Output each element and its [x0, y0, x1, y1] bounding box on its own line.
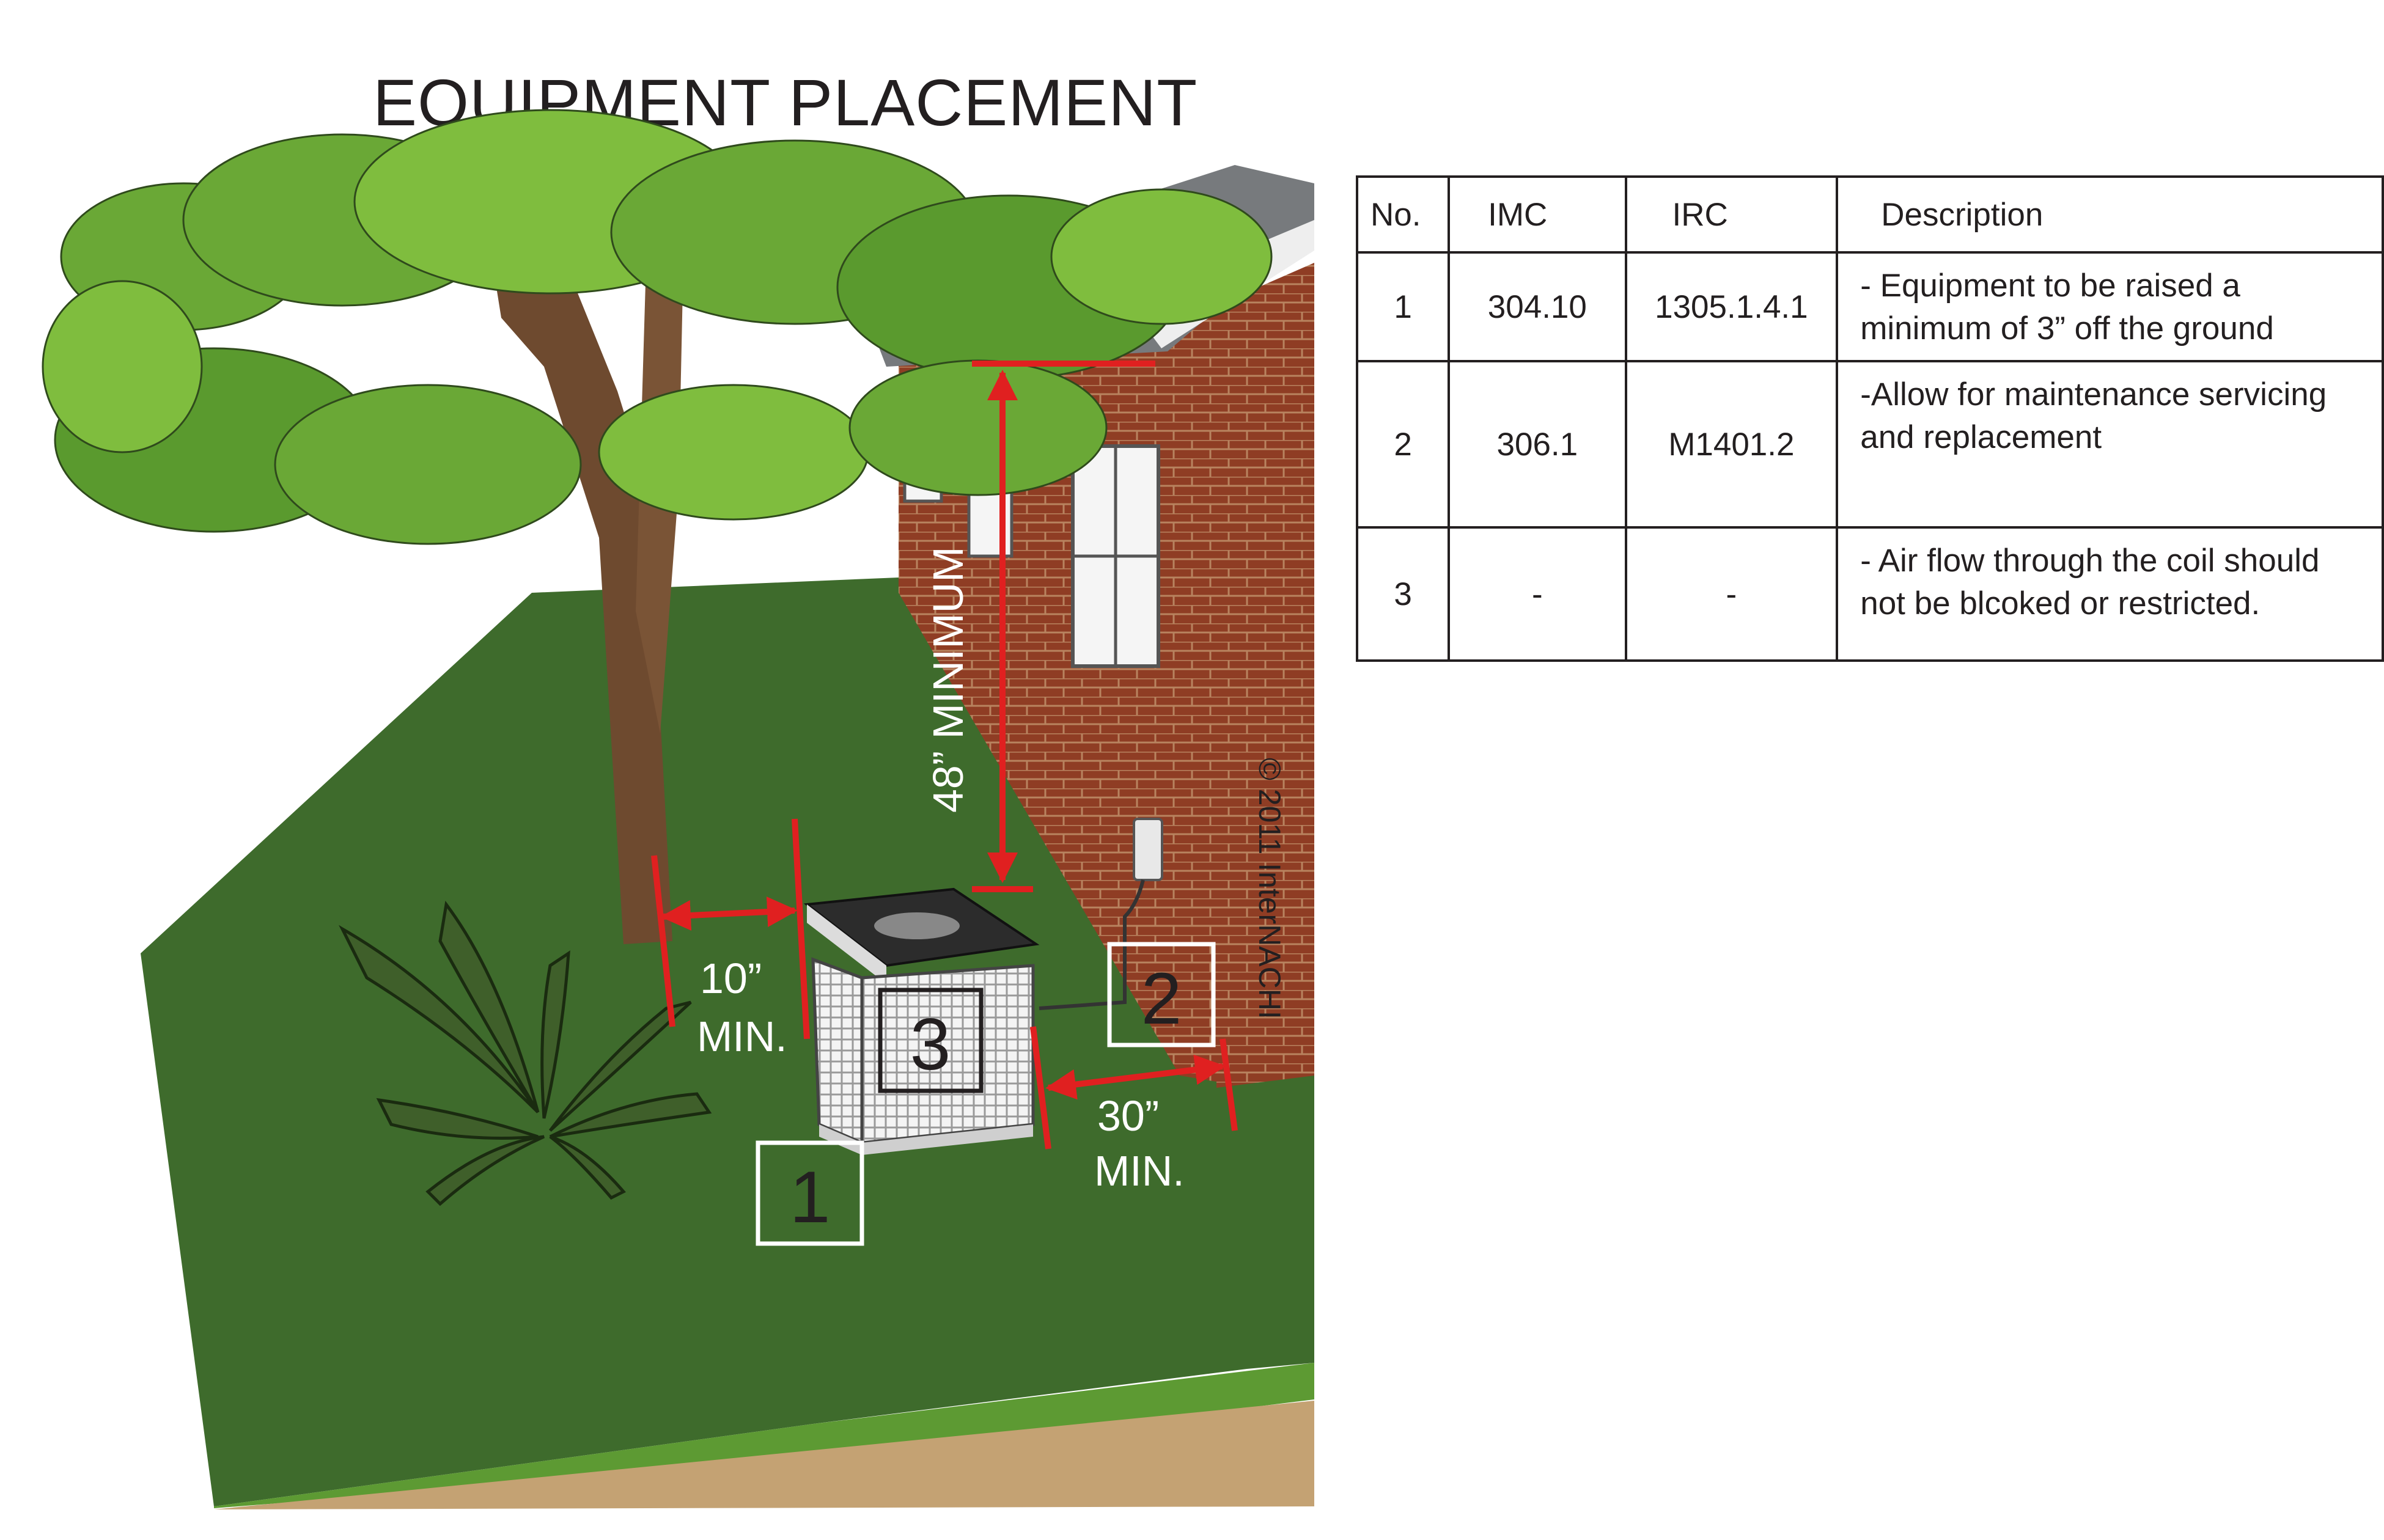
row-imc: -	[1448, 526, 1627, 662]
marker-1-label: 1	[790, 1156, 831, 1238]
dim-10-left-line	[651, 855, 675, 1027]
table-header-row: No. IMC IRC Description	[1355, 175, 2384, 254]
header-imc: IMC	[1448, 175, 1627, 254]
electrical-disconnect	[1039, 818, 1163, 1010]
table-row: 3 - - - Air flow through the coil should…	[1355, 526, 2384, 662]
dim-48-label: 48” MINIMUM	[924, 546, 972, 813]
row-no: 2	[1355, 360, 1451, 529]
dim-10-right-line	[792, 818, 810, 1040]
row-irc: 1305.1.4.1	[1624, 251, 1839, 362]
code-reference-table: No. IMC IRC Description 1 304.10 1305.1.…	[1355, 175, 2384, 662]
condenser-unit	[803, 887, 1040, 1155]
row-irc: -	[1624, 526, 1839, 662]
dim-10-value: 10”	[700, 955, 762, 1002]
row-description: -Allow for maintenance servicing and rep…	[1836, 360, 2384, 529]
row-no: 1	[1355, 251, 1451, 362]
copyright-text: © 2011 InterNACHI	[1253, 758, 1287, 1019]
lawn-edge	[214, 1363, 1314, 1508]
table-row: 2 306.1 M1401.2 -Allow for maintenance s…	[1355, 360, 2384, 529]
marker-3-label: 3	[910, 1003, 951, 1085]
soil-strip	[214, 1401, 1314, 1509]
marker-box-2: 2	[1107, 942, 1216, 1047]
dim-30-left-line	[1030, 1026, 1051, 1150]
row-irc: M1401.2	[1624, 360, 1839, 529]
dim-30-value: 30”	[1097, 1092, 1159, 1140]
dim-10-unit: MIN.	[697, 1013, 787, 1060]
row-imc: 304.10	[1448, 251, 1627, 362]
tree-trunk	[477, 165, 672, 944]
header-description: Description	[1836, 175, 2384, 254]
dim-30-arrow	[1045, 1054, 1226, 1100]
row-imc: 306.1	[1448, 360, 1627, 529]
dimension-lines	[651, 361, 1238, 1150]
row-no: 3	[1355, 526, 1451, 662]
house-front-wall	[1216, 263, 1314, 1088]
table-row: 1 304.10 1305.1.4.1 - Equipment to be ra…	[1355, 251, 2384, 362]
tree-canopy	[42, 109, 1273, 545]
shrub	[339, 900, 712, 1206]
marker-box-1: 1	[756, 1140, 864, 1246]
window-upper	[1071, 444, 1160, 668]
marker-2-label: 2	[1141, 958, 1182, 1040]
marker-box-3: 3	[878, 988, 984, 1093]
row-description: - Equipment to be raised a minimum of 3”…	[1836, 251, 2384, 362]
dim-30-right-line	[1220, 1038, 1238, 1131]
dim-10-arrow	[660, 897, 798, 931]
header-irc: IRC	[1624, 175, 1839, 254]
dim-30-unit: MIN.	[1094, 1147, 1185, 1195]
header-no: No.	[1355, 175, 1451, 254]
lawn	[141, 578, 1314, 1506]
row-description: - Air flow through the coil should not b…	[1836, 526, 2384, 662]
